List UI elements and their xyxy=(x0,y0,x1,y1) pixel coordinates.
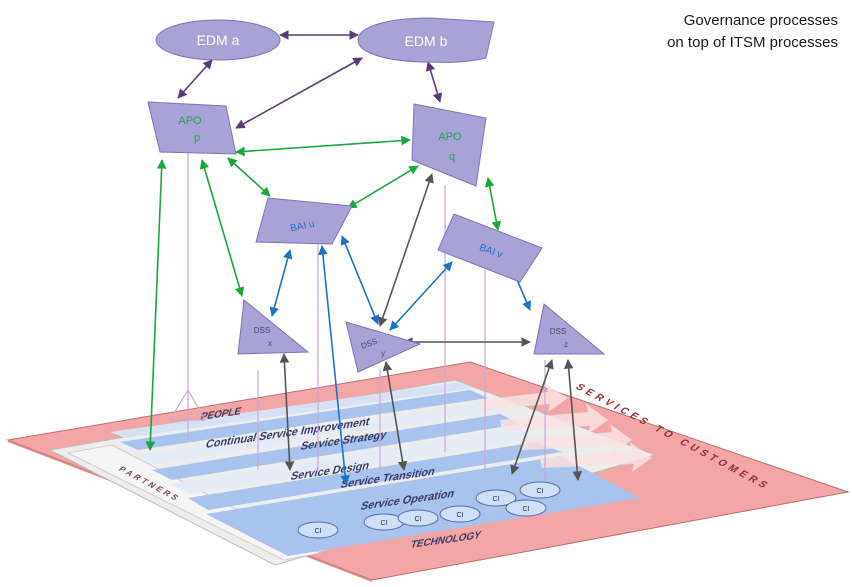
dss-z-label-line2: z xyxy=(564,340,568,349)
itsm-plane: PEOPLE Continual Service Improvement Ser… xyxy=(6,361,850,582)
node-apo-q[interactable]: APO q xyxy=(411,103,487,187)
ci-circle xyxy=(475,489,517,507)
edge-dss-z-plane-a xyxy=(510,359,554,475)
edge-apo-q-bai-u xyxy=(347,165,419,209)
edge-edm-a-apo-p xyxy=(177,59,213,99)
ci-circle xyxy=(297,521,339,539)
ci-circle-labels: CI CI CI CI CI CI CI xyxy=(315,488,544,535)
edge-bai-v-dss-y xyxy=(389,261,453,331)
apo-q-label-line2: q xyxy=(449,151,455,163)
bai-u-label: BAI u xyxy=(289,219,315,235)
node-edm-b[interactable]: EDM b xyxy=(357,17,495,63)
edm-a-shape xyxy=(155,19,281,61)
ci-label: CI xyxy=(457,512,464,519)
dss-z-shape xyxy=(533,303,606,355)
apo-q-label-line1: APO xyxy=(438,131,462,143)
edge-apo-q-dss-y xyxy=(378,173,434,327)
drop-line xyxy=(168,388,207,421)
ci-circle xyxy=(519,481,561,499)
edge-dss-y-plane xyxy=(382,361,408,471)
dss-y-label-line2: y xyxy=(381,349,385,358)
edge-edm-b-apo-p xyxy=(235,57,363,129)
bai-v-shape xyxy=(437,213,543,283)
apo-p-shape xyxy=(147,101,237,155)
bai-u-shape xyxy=(255,197,353,245)
ci-label: CI xyxy=(537,488,544,495)
node-edm-a[interactable]: EDM a xyxy=(155,19,281,61)
apo-p-label-line2: p xyxy=(194,132,200,144)
edge-bai-u-dss-x xyxy=(269,249,293,317)
ci-circle xyxy=(505,499,547,517)
edge-bai-u-plane xyxy=(318,245,350,485)
dss-z-label-line1: DSS xyxy=(550,327,566,336)
apo-p-label-line1: APO xyxy=(178,115,202,127)
edges xyxy=(145,30,583,485)
edge-dss-z-plane-b xyxy=(563,359,583,481)
ci-circle xyxy=(397,509,439,527)
node-dss-z[interactable]: DSS z xyxy=(533,303,606,355)
node-bai-v[interactable]: BAI v xyxy=(437,213,543,283)
node-bai-u[interactable]: BAI u xyxy=(255,197,353,245)
dss-x-shape xyxy=(237,299,310,355)
dss-x-label-line2: x xyxy=(268,339,272,348)
ci-label: CI xyxy=(381,520,388,527)
edm-b-label: EDM b xyxy=(405,33,448,49)
edge-bai-u-dss-y xyxy=(340,235,380,325)
edge-apo-q-bai-v xyxy=(484,177,502,231)
diagram-caption: Governance processes on top of ITSM proc… xyxy=(578,10,838,54)
caption-line-1: Governance processes xyxy=(683,12,838,29)
edge-apo-p-plane xyxy=(145,159,167,451)
band-transition xyxy=(170,428,540,494)
edge-apo-p-bai-u xyxy=(227,157,271,197)
node-dss-x[interactable]: DSS x xyxy=(237,299,310,355)
nodes: EDM a EDM b APO p APO q BAI u BAI v xyxy=(147,17,606,373)
edge-apo-p-apo-q xyxy=(235,135,411,157)
ci-label: CI xyxy=(523,506,530,513)
dss-y-shape xyxy=(345,321,422,373)
edge-dss-x-plane xyxy=(279,353,295,471)
node-dss-y[interactable]: DSS y xyxy=(345,321,422,373)
ci-circle xyxy=(439,505,481,523)
caption-line-2: on top of ITSM processes xyxy=(667,34,838,51)
edm-a-label: EDM a xyxy=(197,32,240,48)
edge-apo-p-dss-x xyxy=(199,159,245,297)
ci-label: CI xyxy=(315,528,322,535)
dss-x-label-line1: DSS xyxy=(254,326,270,335)
ci-label: CI xyxy=(493,496,500,503)
node-apo-p[interactable]: APO p xyxy=(147,101,237,155)
apo-q-shape xyxy=(411,103,487,187)
ci-circles xyxy=(297,481,561,539)
edm-b-shape xyxy=(357,17,495,63)
band-operation xyxy=(188,442,562,510)
ci-label: CI xyxy=(415,516,422,523)
edge-edm-b-apo-q xyxy=(425,61,443,103)
